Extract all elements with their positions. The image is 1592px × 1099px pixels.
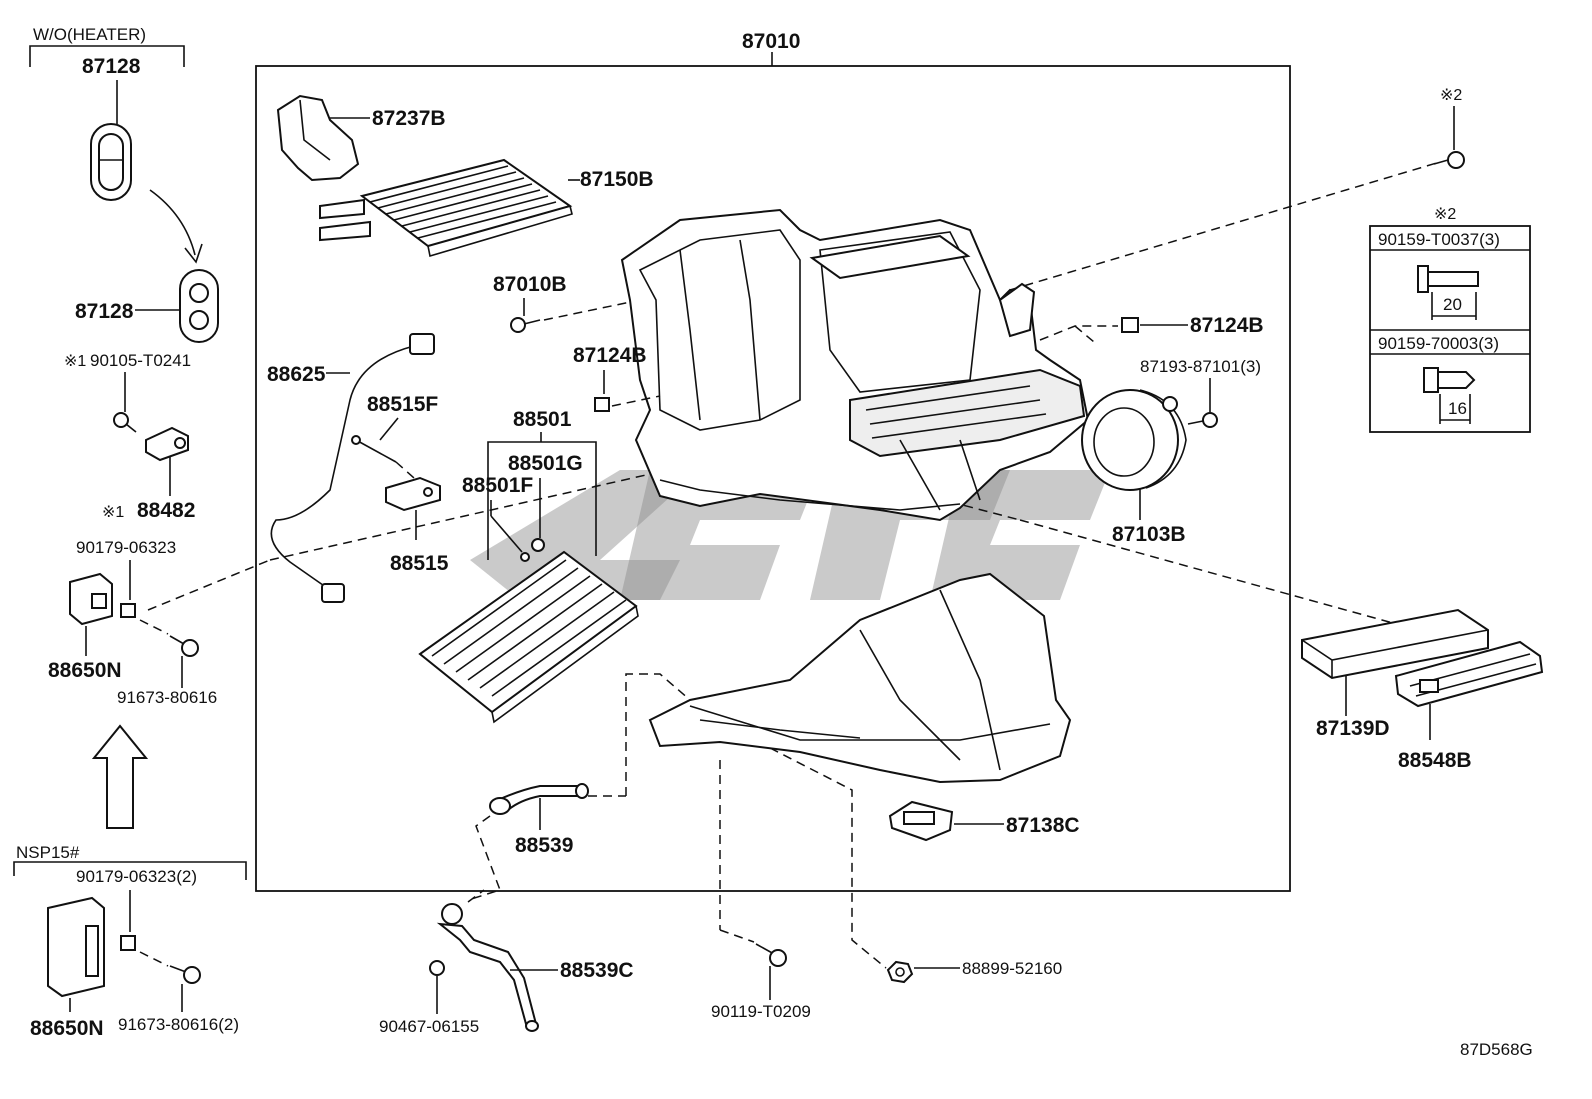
bolt-90119 (755, 943, 787, 967)
blower-motor-87103b (1081, 389, 1187, 491)
label-87010b: 87010B (493, 273, 567, 296)
bracket-87237b (276, 94, 360, 182)
cover-88548b (1394, 640, 1544, 708)
label-88899-52160: 88899-52160 (962, 959, 1062, 978)
label-88539: 88539 (515, 834, 573, 857)
evaporator-88501 (418, 550, 639, 724)
bolt2-length: 16 (1448, 399, 1467, 418)
label-87138c: 87138C (1006, 814, 1080, 837)
o-ring-88501g (531, 538, 545, 552)
label-88650n-a: 88650N (48, 659, 122, 682)
label-88650n-b: 88650N (30, 1017, 104, 1040)
note-nsp15: NSP15# (16, 843, 80, 862)
filter-87139d (1301, 608, 1489, 680)
heater-core-87150b (319, 158, 573, 258)
label-87128-top: 87128 (82, 55, 141, 78)
label-87237b: 87237B (372, 107, 446, 130)
clip-90179-a (120, 603, 136, 618)
screw-91673-b (169, 965, 201, 984)
label-87103b: 87103B (1112, 523, 1186, 546)
screw-91673-a (169, 635, 199, 657)
pipe-88539 (489, 783, 589, 815)
label-90179-06323-b: 90179-06323(2) (76, 867, 197, 886)
label-87193-87101: 87193-87101(3) (1140, 357, 1261, 376)
wo-heater-group: W/O(HEATER) 87128 87128 (29, 25, 219, 343)
label-90467-06155: 90467-06155 (379, 1017, 479, 1036)
nut-88899 (886, 960, 914, 984)
note-wo-heater: W/O(HEATER) (33, 25, 146, 44)
pipe-88539c (436, 903, 539, 1032)
label-90105-t0241: 90105-T0241 (90, 351, 191, 370)
note-star2-a: ※2 (1440, 87, 1462, 104)
screw-90105 (113, 412, 137, 433)
grommet-87128-mid (179, 269, 219, 343)
label-90179-06323-a: 90179-06323 (76, 538, 176, 557)
label-91673-80616-b: 91673-80616(2) (118, 1015, 239, 1034)
arrow-up-icon (91, 724, 149, 829)
screw-star2 (1433, 151, 1465, 169)
label-87010: 87010 (742, 30, 800, 53)
o-ring-88501f (520, 552, 530, 562)
fastener-table: 90159-T0037(3) 20 90159-70003(3) 16 (1369, 225, 1531, 433)
label-87150b: 87150B (580, 168, 654, 191)
label-88501g: 88501G (508, 452, 583, 475)
screw-87010b (510, 317, 541, 333)
label-87124b-a: 87124B (1190, 314, 1264, 337)
bracket-88482 (145, 426, 189, 462)
label-90159-t0037: 90159-T0037(3) (1378, 230, 1500, 249)
label-88625: 88625 (267, 363, 326, 386)
label-88539c: 88539C (560, 959, 634, 982)
clip-87124b-b (594, 397, 610, 412)
label-87128-mid: 87128 (75, 300, 134, 323)
diagram-code: 87D568G (1460, 1040, 1533, 1059)
label-88501f: 88501F (462, 474, 533, 497)
resistor-87138c (888, 800, 954, 842)
sensor-88515 (385, 476, 441, 512)
screw-87193 (1187, 412, 1218, 428)
sensor-wire-88625 (270, 333, 435, 603)
note-star1-b: ※1 (102, 504, 124, 521)
label-88515f: 88515F (367, 393, 438, 416)
assembly-frame (255, 65, 1291, 892)
label-91673-80616-a: 91673-80616 (117, 688, 217, 707)
bolt1-length: 20 (1443, 295, 1462, 314)
module-88650n-a (69, 572, 113, 626)
note-star2-b: ※2 (1434, 206, 1456, 223)
label-90119-t0209: 90119-T0209 (711, 1002, 811, 1021)
bolt-88515f (351, 435, 397, 463)
label-87139d: 87139D (1316, 717, 1390, 740)
clip-87124b-a (1121, 317, 1139, 333)
module-88650n-b (47, 896, 105, 998)
bolt-90159-70003 (1423, 367, 1476, 424)
label-88548b: 88548B (1398, 749, 1472, 772)
clip-90179-b (120, 935, 136, 951)
label-88482: 88482 (137, 499, 195, 522)
label-88515: 88515 (390, 552, 449, 575)
note-star1-a: ※1 (64, 353, 86, 370)
label-90159-70003: 90159-70003(3) (1378, 334, 1499, 353)
hvac-housing-87010 (620, 208, 1090, 522)
bolt-90159-t0037 (1417, 265, 1479, 320)
label-87124b-b: 87124B (573, 344, 647, 367)
label-88501: 88501 (513, 408, 572, 431)
o-ring-90467 (429, 960, 445, 976)
lower-housing (648, 572, 1072, 784)
